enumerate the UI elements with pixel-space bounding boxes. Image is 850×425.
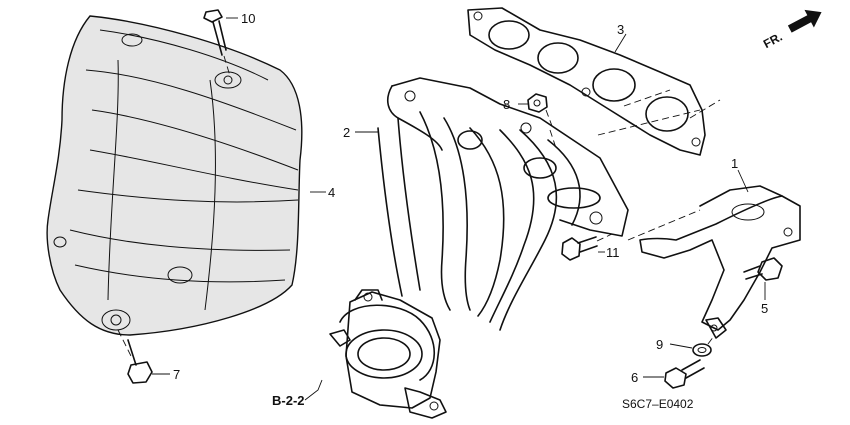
front-direction-marker: FR.	[761, 9, 822, 51]
manifold-bracket	[639, 185, 801, 339]
bolt-6	[664, 359, 705, 389]
callout-leaders	[152, 17, 766, 401]
callout-10: 10	[241, 11, 255, 26]
exhaust-manifold	[329, 77, 629, 419]
callout-3: 3	[617, 22, 624, 37]
callout-4: 4	[328, 185, 335, 200]
bolt-11	[561, 233, 613, 261]
washer-9	[692, 335, 715, 357]
callout-1: 1	[731, 156, 738, 171]
callout-11: 11	[606, 245, 620, 260]
section-reference: B-2-2	[272, 393, 305, 408]
manifold-gasket	[467, 7, 706, 156]
bolt-10	[203, 9, 231, 77]
bolt-7	[117, 329, 153, 384]
callout-5: 5	[761, 301, 768, 316]
callout-9: 9	[656, 337, 663, 352]
front-label: FR.	[761, 30, 785, 51]
nut-8	[527, 93, 553, 127]
alignment-lines	[549, 89, 721, 241]
front-arrow-icon	[787, 9, 822, 33]
callout-7: 7	[173, 367, 180, 382]
callout-8: 8	[503, 97, 510, 112]
callout-6: 6	[631, 370, 638, 385]
heat-shield	[46, 15, 303, 336]
diagram-code: S6C7–E0402	[622, 397, 694, 411]
callout-2: 2	[343, 125, 350, 140]
bolt-5	[743, 257, 783, 281]
